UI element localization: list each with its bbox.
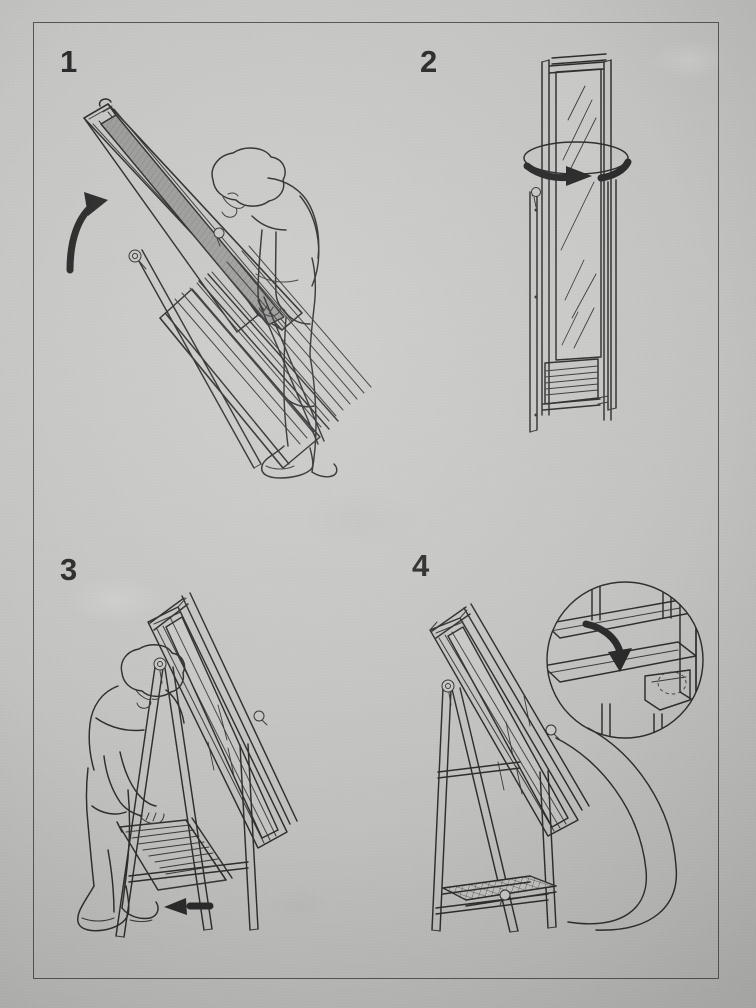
step-4-illustration — [429, 581, 704, 933]
rear-leg — [539, 770, 557, 929]
mirror-on-stand — [147, 592, 298, 849]
slatted-shelf-folded — [542, 358, 609, 411]
top-cross-rail — [431, 606, 471, 639]
detail-contents — [547, 582, 703, 738]
rear-leg — [239, 743, 259, 931]
slatted-shelf-opening — [116, 817, 233, 891]
person-bending — [77, 644, 186, 932]
step-number-1: 1 — [60, 44, 77, 79]
shelf-lock-knob-icon — [499, 889, 511, 907]
leg-frame — [529, 179, 617, 433]
lower-cross-rail — [435, 893, 549, 915]
step-number-3: 3 — [60, 552, 77, 587]
step-2-illustration — [523, 53, 632, 433]
left-arrow — [164, 898, 214, 915]
pivot-knob-right-icon — [545, 724, 560, 740]
pivot-knob-icon — [153, 657, 167, 684]
top-cross-rail — [149, 597, 189, 631]
pivot-knob-icon — [441, 679, 455, 706]
curved-up-arrow — [66, 192, 108, 274]
pivot-knob-icon — [128, 249, 147, 270]
callout-leader — [555, 727, 678, 931]
step-1-illustration — [66, 98, 372, 479]
mirror-frame-upright — [541, 53, 612, 421]
pivot-knob-right-icon — [253, 710, 268, 726]
step-number-4: 4 — [412, 548, 429, 583]
step-number-2: 2 — [420, 44, 437, 79]
mirror-assembled — [429, 603, 590, 837]
leg-rail — [134, 249, 325, 469]
pivot-knob-upper-icon — [213, 227, 225, 247]
front-leg-assembly — [115, 666, 249, 938]
step-3-illustration — [77, 592, 298, 938]
person-bending — [211, 147, 338, 479]
rotation-arrow — [523, 141, 632, 186]
detail-magnifier-circle — [546, 581, 704, 739]
